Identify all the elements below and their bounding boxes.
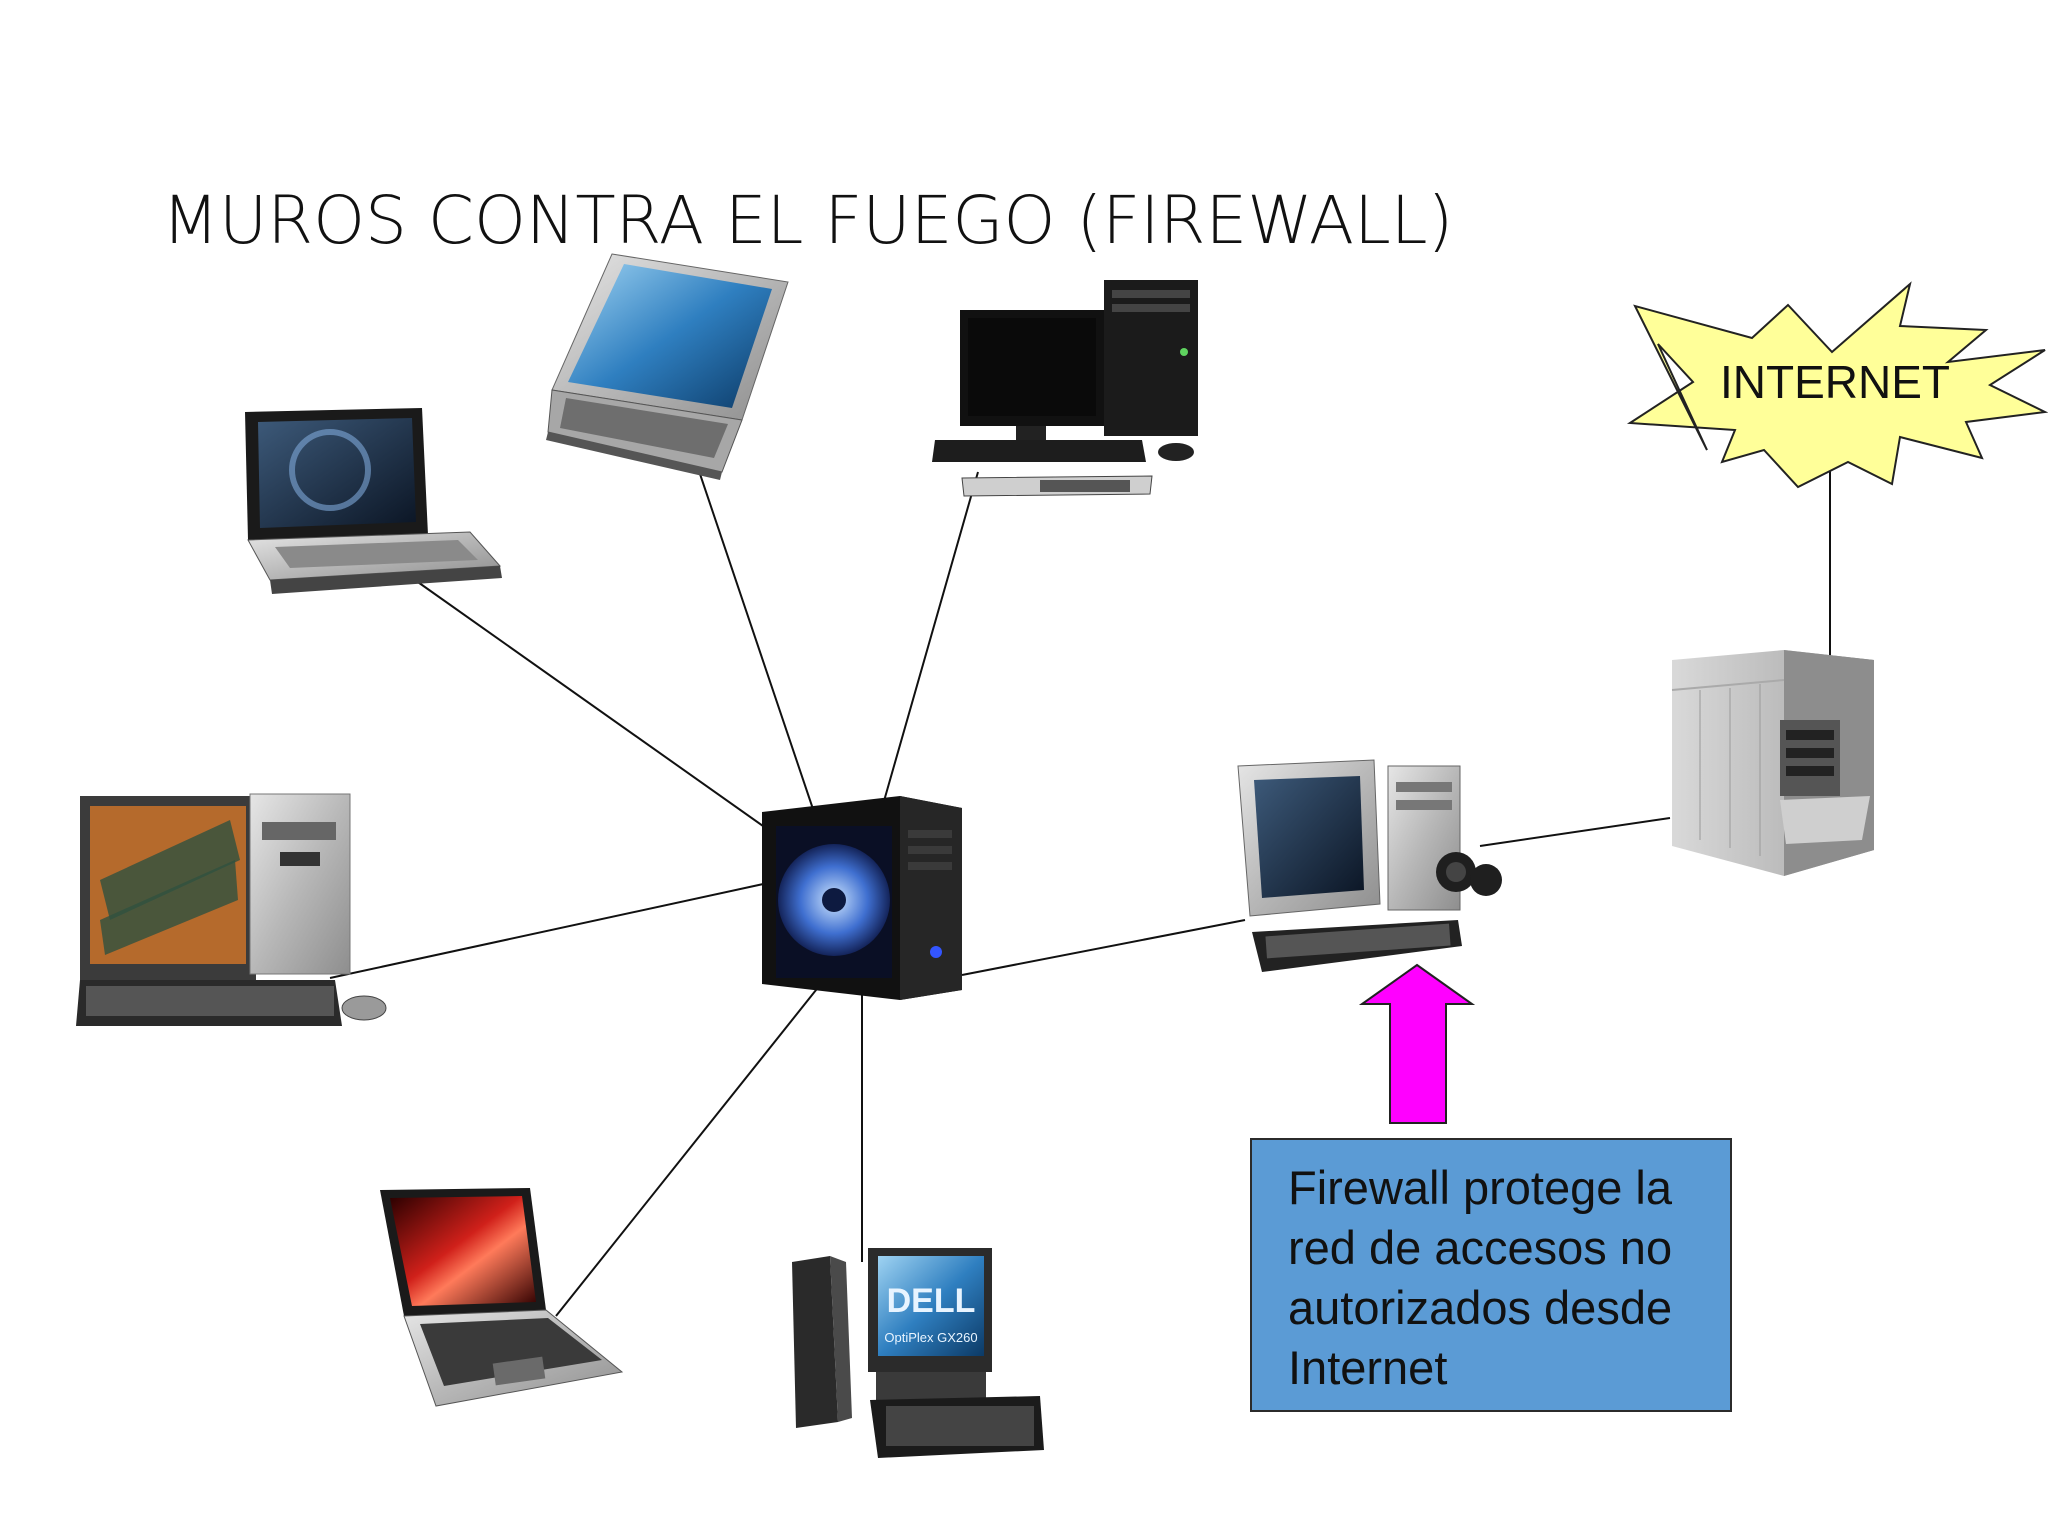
link-hub-laptop-bottom: [555, 984, 821, 1317]
link-hub-firewall: [961, 919, 1246, 976]
up-arrow-icon: [1358, 963, 1476, 1124]
dell-logo: DELL: [887, 1282, 976, 1320]
desktop-left-icon: [76, 793, 387, 1026]
link-hub-desktop-left: [329, 882, 769, 979]
laptop-top-icon: [546, 253, 789, 480]
link-hub-desktop-top: [881, 471, 979, 809]
dell-desktop-icon: DELL OptiPlex GX260: [792, 1248, 1044, 1458]
internet-burst-shape: [1626, 281, 2048, 489]
firewall-computer-icon: [1237, 759, 1502, 972]
laptop-bottom-icon: [380, 1188, 624, 1407]
hub-computer-icon: [762, 796, 962, 1000]
server-icon: [1671, 650, 1874, 876]
dell-model-label: OptiPlex GX260: [884, 1330, 977, 1345]
internet-cloud: INTERNET: [1626, 281, 2048, 489]
link-hub-laptop-top: [699, 473, 816, 816]
link-hub-tablet: [414, 579, 781, 839]
tablet-laptop-icon: [245, 408, 502, 594]
link-firewall-server: [1479, 817, 1671, 847]
desktop-top-icon: [932, 280, 1198, 497]
firewall-callout-box: Firewall protege la red de accesos no au…: [1250, 1138, 1732, 1412]
internet-label: INTERNET: [1720, 356, 1950, 408]
slide-title: MUROS CONTRA EL FUEGO (FIREWALL): [162, 182, 1454, 259]
